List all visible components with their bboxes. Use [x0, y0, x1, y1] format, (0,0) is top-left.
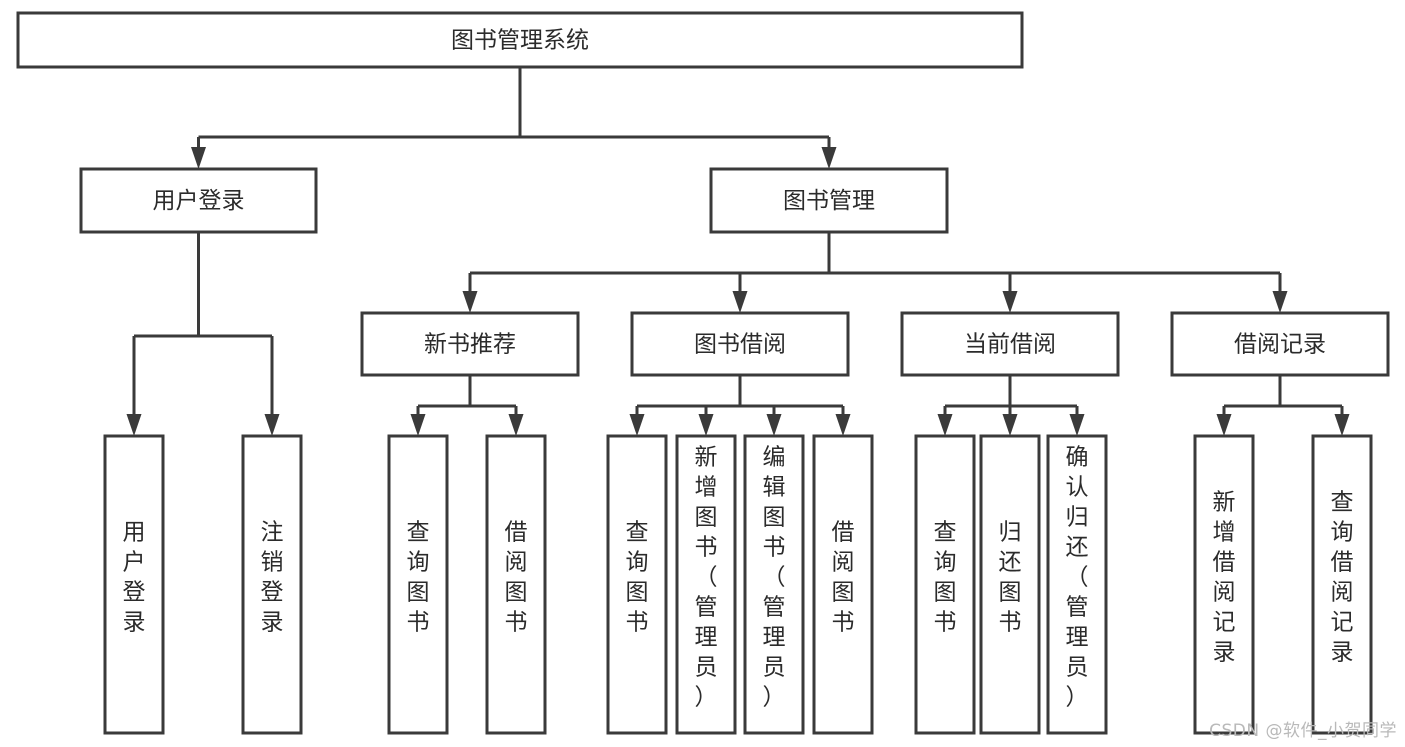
edge-arrowhead — [191, 147, 206, 169]
edge-arrowhead — [1002, 291, 1018, 313]
edge-arrowhead — [835, 414, 851, 436]
node-book-mgmt[interactable]: 图书管理 — [709, 167, 949, 234]
node-box — [1193, 434, 1255, 735]
edge-group-borrow-record — [1216, 375, 1350, 436]
node-root[interactable]: 图书管理系统 — [16, 11, 1024, 69]
node-label: 用户登录 — [153, 188, 245, 214]
node-box — [979, 434, 1041, 735]
edge-group-current-borrow — [937, 375, 1085, 436]
node-box — [103, 434, 165, 735]
edge-arrowhead — [1272, 291, 1288, 313]
edge-arrowhead — [937, 414, 953, 436]
node-leaf-edit-book[interactable]: 编辑图书（管理员） — [743, 434, 805, 735]
node-leaf-borrow-book-1[interactable]: 借阅图书 — [485, 434, 547, 735]
node-box — [743, 434, 805, 735]
node-leaf-user-login[interactable]: 用户登录 — [103, 434, 165, 735]
edge-group-login — [126, 232, 280, 436]
edge-arrowhead — [264, 414, 280, 436]
node-leaf-query-record[interactable]: 查询借阅记录 — [1311, 434, 1373, 735]
node-label: 图书借阅 — [694, 332, 786, 358]
node-label: 注销登录 — [261, 520, 284, 636]
node-label: 用户登录 — [123, 520, 146, 636]
node-leaf-add-book[interactable]: 新增图书（管理员） — [675, 434, 737, 735]
edge-arrowhead — [698, 414, 714, 436]
edge-arrowhead — [732, 291, 748, 313]
edge-arrowhead — [126, 414, 142, 436]
edge-layer — [126, 67, 1350, 436]
node-leaf-query-book-1[interactable]: 查询图书 — [387, 434, 449, 735]
node-label: 查询图书 — [626, 520, 649, 636]
node-label: 查询图书 — [407, 520, 430, 636]
node-box — [241, 434, 303, 735]
edge-arrowhead — [1069, 414, 1085, 436]
node-box — [1046, 434, 1108, 735]
node-box — [709, 167, 949, 234]
node-box — [630, 311, 850, 377]
node-label: 新书推荐 — [424, 332, 516, 358]
edge-arrowhead — [766, 414, 782, 436]
edge-arrowhead — [1334, 414, 1350, 436]
node-leaf-return-book[interactable]: 归还图书 — [979, 434, 1041, 735]
edge-arrowhead — [821, 147, 837, 169]
node-label: 借阅记录 — [1234, 332, 1326, 358]
node-box — [360, 311, 580, 377]
edge-group-new-book-rec — [410, 375, 524, 436]
node-label: 图书管理系统 — [451, 28, 589, 54]
edge-arrowhead — [1002, 414, 1018, 436]
node-leaf-query-book-3[interactable]: 查询图书 — [914, 434, 976, 735]
node-box — [900, 311, 1120, 377]
node-label: 新增借阅记录 — [1213, 490, 1236, 666]
node-box — [675, 434, 737, 735]
node-label: 借阅图书 — [505, 520, 528, 636]
node-leaf-add-record[interactable]: 新增借阅记录 — [1193, 434, 1255, 735]
edge-group-book-mgmt — [462, 232, 1288, 313]
node-book-borrow[interactable]: 图书借阅 — [630, 311, 850, 377]
node-new-book-rec[interactable]: 新书推荐 — [360, 311, 580, 377]
edge-arrowhead — [508, 414, 524, 436]
node-box — [387, 434, 449, 735]
node-leaf-borrow-book-2[interactable]: 借阅图书 — [812, 434, 874, 735]
node-label: 借阅图书 — [832, 520, 855, 636]
node-box — [16, 11, 1024, 69]
node-box — [914, 434, 976, 735]
edge-arrowhead — [462, 291, 478, 313]
node-label: 当前借阅 — [964, 332, 1056, 358]
node-box — [606, 434, 668, 735]
node-leaf-user-logout[interactable]: 注销登录 — [241, 434, 303, 735]
node-label: 确认归还（管理员） — [1066, 445, 1089, 711]
node-login[interactable]: 用户登录 — [79, 167, 318, 234]
edge-arrowhead — [410, 414, 426, 436]
node-label: 查询图书 — [934, 520, 957, 636]
edge-group-root — [191, 67, 837, 169]
node-box — [1170, 311, 1390, 377]
node-label: 图书管理 — [783, 188, 875, 214]
node-label: 查询借阅记录 — [1331, 490, 1354, 666]
node-layer: 图书管理系统用户登录图书管理新书推荐图书借阅当前借阅借阅记录用户登录注销登录查询… — [16, 11, 1390, 735]
node-box — [485, 434, 547, 735]
node-label: 编辑图书（管理员） — [763, 445, 786, 711]
node-box — [1311, 434, 1373, 735]
edge-group-book-borrow — [629, 375, 851, 436]
node-leaf-query-book-2[interactable]: 查询图书 — [606, 434, 668, 735]
node-borrow-record[interactable]: 借阅记录 — [1170, 311, 1390, 377]
node-label: 新增图书（管理员） — [695, 445, 718, 711]
watermark-text: CSDN @软件_小贺同学 — [1209, 721, 1397, 741]
node-leaf-confirm-return[interactable]: 确认归还（管理员） — [1046, 434, 1108, 735]
node-current-borrow[interactable]: 当前借阅 — [900, 311, 1120, 377]
edge-arrowhead — [629, 414, 645, 436]
node-box — [812, 434, 874, 735]
edge-arrowhead — [1216, 414, 1232, 436]
node-label: 归还图书 — [999, 520, 1022, 636]
node-box — [79, 167, 318, 234]
